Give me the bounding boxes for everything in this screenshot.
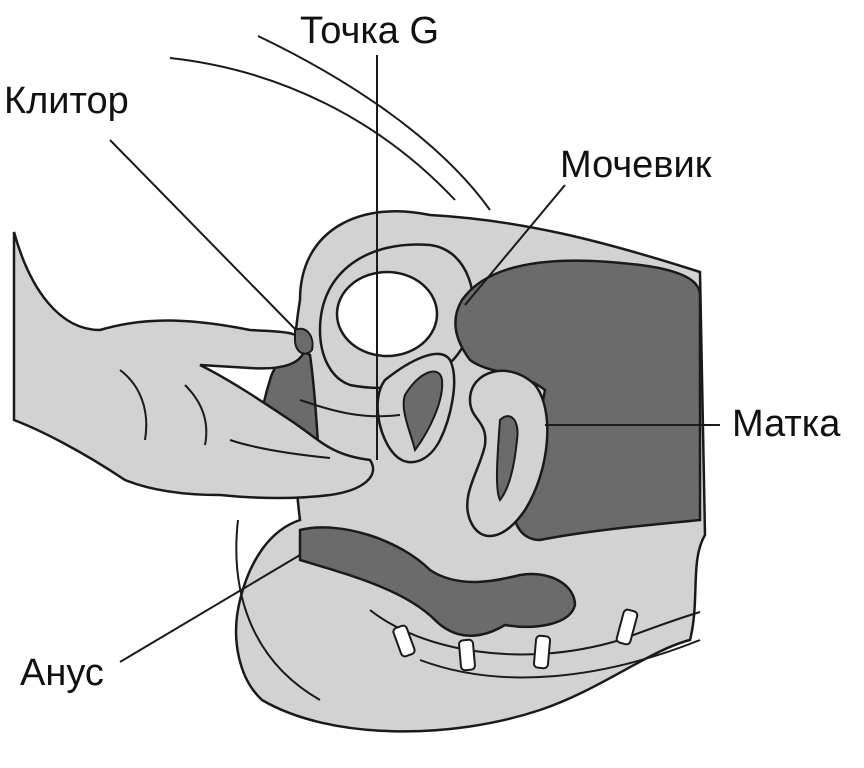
bowel-mass <box>454 259 702 542</box>
leader-anus <box>119 554 301 663</box>
rectum <box>298 526 577 637</box>
label-clitoris: Клитор <box>4 80 129 122</box>
urethra-line <box>299 399 401 418</box>
hand-finger-crease-1 <box>119 369 148 441</box>
spine-segments <box>392 608 639 672</box>
hand <box>12 231 375 500</box>
lower-contour-2 <box>419 639 701 679</box>
bladder-cavity <box>335 270 439 358</box>
clitoris <box>294 327 314 355</box>
hand-finger-crease-2 <box>184 384 208 446</box>
label-urethra: Мочевик <box>560 144 712 186</box>
cervix-dark <box>402 370 444 453</box>
leader-clitoris <box>109 139 297 331</box>
label-g-spot: Точка G <box>300 10 440 52</box>
back-contour-inner <box>169 57 456 201</box>
back-contour-outer <box>257 35 491 211</box>
leader-urethra <box>464 184 566 306</box>
label-uterus: Матка <box>732 403 841 445</box>
lower-contour-1 <box>369 609 701 656</box>
hand-finger-crease-3 <box>229 439 331 459</box>
label-anus: Анус <box>20 652 104 694</box>
lower-contour-3 <box>235 519 321 701</box>
uterus-cavity <box>495 415 519 502</box>
